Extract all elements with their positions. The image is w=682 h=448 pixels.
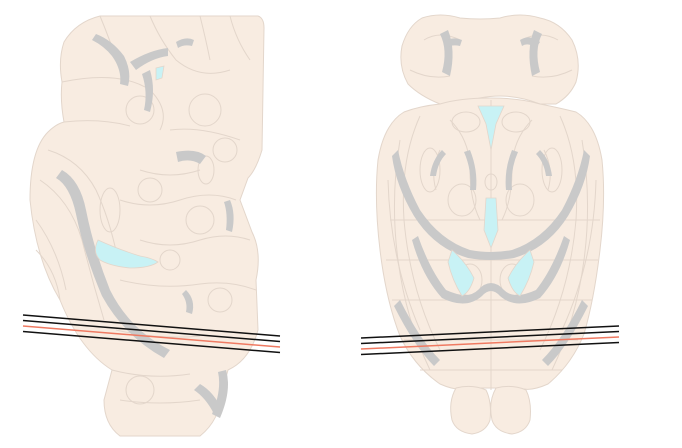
- sagittal-view: [29, 15, 265, 437]
- sagittal-slice-line-4: [22, 330, 281, 354]
- horizontal-view: [375, 14, 605, 435]
- horizontal-caudal-lobe-left: [450, 385, 491, 435]
- slice-markers-horizontal: [360, 325, 620, 356]
- sagittal-ventricles: [95, 65, 165, 269]
- sagittal-fiber-tracts: [56, 34, 234, 418]
- sagittal-slice-line-3: [22, 325, 281, 348]
- horizontal-slice-line-1: [360, 325, 620, 339]
- sagittal-region-lines: [35, 15, 257, 405]
- horizontal-ventricles: [447, 105, 535, 297]
- horizontal-caudal-lobe-right: [490, 385, 531, 435]
- horizontal-fiber-tracts: [392, 30, 590, 366]
- horizontal-slice-line-4: [360, 341, 620, 356]
- slice-markers-sagittal: [22, 314, 281, 354]
- sagittal-slice-line-1: [22, 314, 281, 337]
- horizontal-frontal-outline: [400, 14, 579, 105]
- horizontal-slice-line-2: [360, 330, 620, 345]
- horizontal-slice-line-3: [360, 336, 620, 350]
- sagittal-slice-line-2: [22, 319, 281, 343]
